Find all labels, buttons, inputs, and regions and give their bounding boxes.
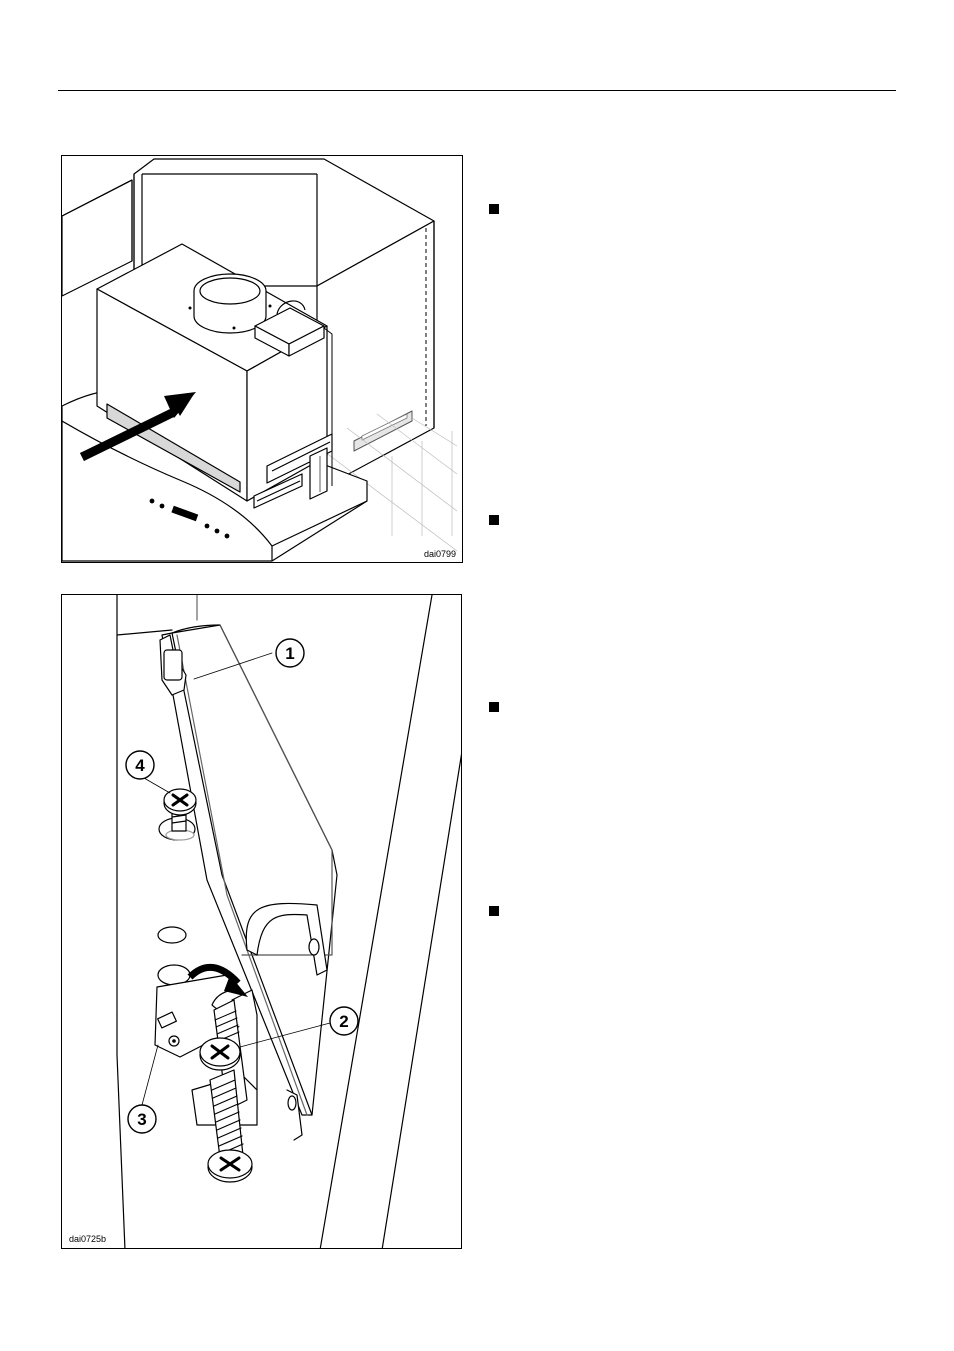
- figure-bracket-detail: 1 2 3 4 dai0725b: [61, 594, 462, 1249]
- square-bullet-icon: [489, 204, 499, 214]
- bracket-detail-illustration: 1 2 3 4: [62, 595, 462, 1249]
- callout-4-label: 4: [135, 756, 145, 775]
- figure-code: dai0725b: [69, 1234, 106, 1244]
- callout-2-label: 2: [339, 1012, 348, 1031]
- callout-3-label: 3: [137, 1110, 146, 1129]
- square-bullet-icon: [489, 515, 499, 525]
- square-bullet-icon: [489, 702, 499, 712]
- figure-code: dai0799: [424, 549, 456, 559]
- hood-insertion-illustration: [62, 156, 463, 563]
- callout-1-label: 1: [285, 644, 294, 663]
- header-rule: [58, 90, 896, 91]
- figure-hood-insertion: dai0799: [61, 155, 463, 563]
- square-bullet-icon: [489, 906, 499, 916]
